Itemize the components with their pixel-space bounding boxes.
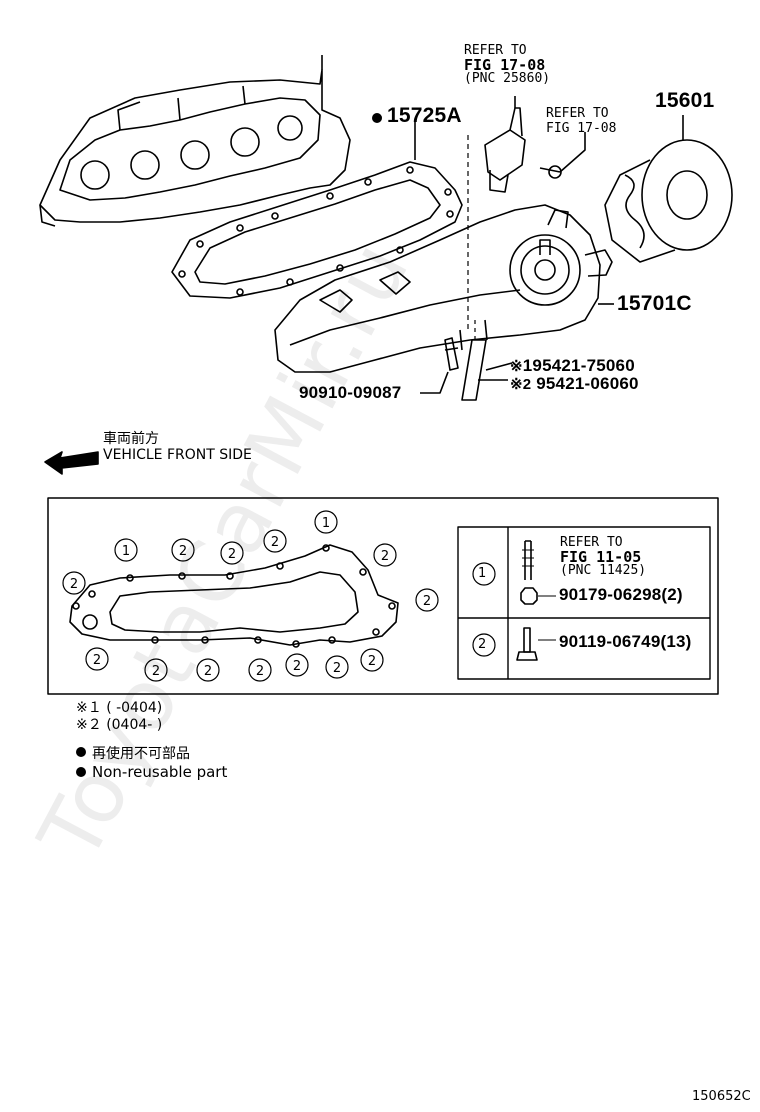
part-union: 90910-09087 [299, 383, 402, 402]
ref-bolt-line2: FIG 17-08 [546, 121, 617, 136]
ref-sensor-line2: FIG 17-08 [464, 56, 546, 74]
ref-stud-line2: FIG 11-05 [560, 548, 642, 566]
small-bolt-drawing [539, 132, 586, 179]
legend-label-jp: 再使用不可部品 [92, 746, 190, 762]
footnote-2-mark: ※２ [76, 717, 102, 733]
legend-row-2-num: 2 [478, 637, 487, 652]
svg-text:1: 1 [322, 516, 330, 531]
part-pipe2: 95421-06060 [536, 374, 639, 393]
ref-bolt: REFER TO FIG 17-08 [546, 106, 616, 136]
nut-icon [520, 587, 538, 605]
legend-label-en: Non-reusable part [92, 763, 228, 781]
gasket-drawing [171, 161, 463, 299]
pipe-drawing [461, 339, 508, 401]
ref-stud: REFER TO FIG 11-05 (PNC 11425) [560, 536, 646, 578]
part-gasket: 15725A [387, 104, 462, 127]
front-label-en: VEHICLE FRONT SIDE [103, 447, 252, 463]
legend-row-1-num: 1 [478, 566, 487, 581]
part-bolt: 90119-06749(13) [559, 632, 692, 651]
part-pipe1-mark: ※ [510, 358, 523, 375]
svg-text:2: 2 [228, 547, 236, 562]
oil-cooler-drawing [274, 204, 613, 373]
footnote-2-text: (0404- ) [106, 717, 163, 733]
svg-text:1: 1 [122, 544, 130, 559]
svg-text:2: 2 [271, 535, 279, 550]
leader-pipe1 [485, 362, 513, 371]
figure-id: 150652C [692, 1089, 751, 1104]
svg-text:2: 2 [93, 653, 101, 668]
svg-text:2: 2 [179, 544, 187, 559]
svg-text:2: 2 [152, 664, 160, 679]
callout-circles [62, 510, 496, 682]
ref-stud-line3: (PNC 11425) [560, 563, 647, 578]
part-pipe2-row: ※2 95421-06060 [510, 374, 639, 394]
svg-text:2: 2 [381, 549, 389, 564]
ref-bolt-line1: REFER TO [546, 106, 609, 121]
svg-text:2: 2 [70, 577, 78, 592]
svg-text:2: 2 [293, 659, 301, 674]
legend-table [457, 526, 711, 680]
part-nut: 90179-06298(2) [559, 585, 683, 604]
part-pipe1: 195421-75060 [522, 356, 635, 375]
part-pipe1-row: ※195421-75060 [510, 356, 635, 376]
ref-stud-line1: REFER TO [560, 535, 623, 550]
svg-text:2: 2 [368, 654, 376, 669]
oil-filter-drawing [604, 115, 733, 263]
footnote-1-text: ( -0404) [106, 700, 163, 716]
footnote-1-mark: ※１ [76, 700, 102, 716]
svg-text:2: 2 [423, 594, 431, 609]
detail-box [47, 497, 719, 695]
svg-text:2: 2 [333, 661, 341, 676]
union-drawing [420, 337, 459, 394]
front-label-jp: 車両前方 [103, 431, 159, 447]
footnote-1: ※１ ( -0404) [76, 697, 162, 717]
stud-icon [524, 540, 532, 580]
bolt-icon [523, 627, 531, 653]
sensor-drawing [484, 96, 526, 193]
svg-text:2: 2 [204, 664, 212, 679]
front-arrow-icon [44, 451, 99, 475]
footnote-2: ※２ (0404- ) [76, 714, 162, 734]
part-pipe2-mark: ※2 [510, 376, 532, 393]
gasket-detail-drawing [69, 544, 399, 648]
svg-text:2: 2 [256, 664, 264, 679]
part-filter: 15601 [655, 89, 715, 112]
legend-dot-icon [76, 767, 86, 777]
non-reusable-dot-icon [372, 113, 382, 123]
ref-sensor-line3: (PNC 25860) [464, 71, 551, 86]
part-cooler: 15701C [617, 292, 692, 315]
ref-sensor: REFER TO FIG 17-08 (PNC 25860) [464, 44, 550, 86]
ref-sensor-line1: REFER TO [464, 43, 527, 58]
legend-dot-icon [76, 747, 86, 757]
engine-block-drawing [39, 55, 351, 227]
